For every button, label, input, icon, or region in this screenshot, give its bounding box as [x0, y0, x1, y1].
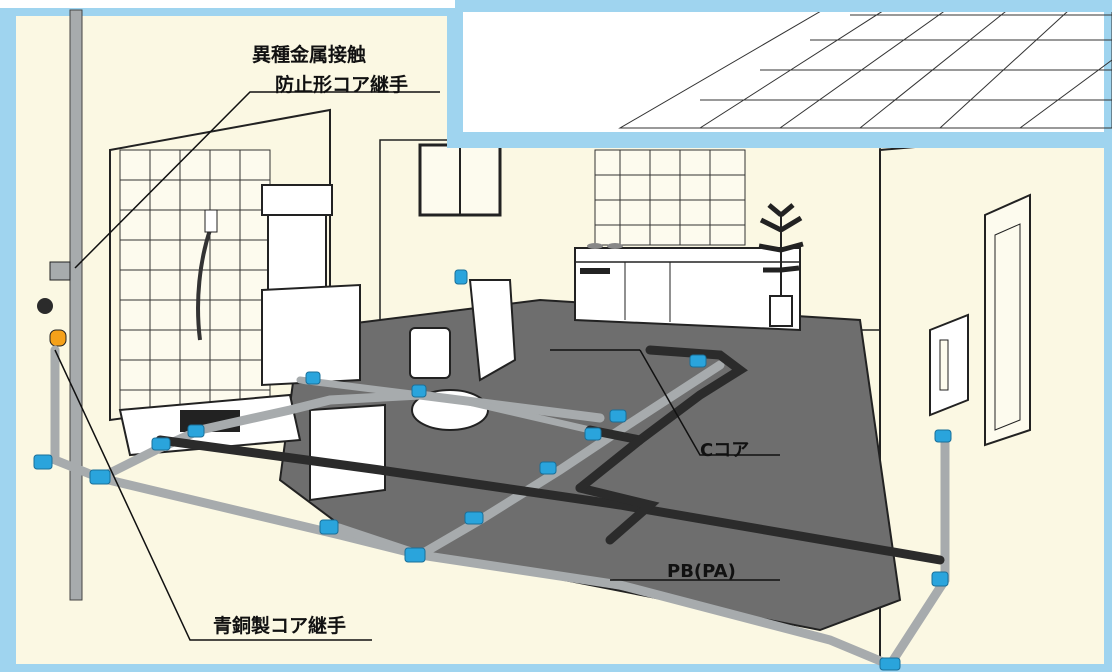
window	[418, 143, 502, 217]
core-joints	[33, 269, 952, 671]
label-dissimilar-metal-line2: 防止形コア継手	[275, 74, 409, 96]
vanity-unit	[261, 184, 361, 387]
label-pb-pa: PB(PA)	[667, 561, 736, 582]
label-bronze-core-joint: 青銅製コア継手	[213, 615, 347, 637]
water-heater	[929, 313, 969, 417]
bath-tile-wall	[119, 149, 271, 411]
shower-hose	[196, 209, 218, 341]
potted-plant	[758, 203, 804, 327]
right-door	[984, 193, 1031, 447]
label-c-core: Cコア	[700, 440, 750, 461]
leader-lines	[54, 91, 780, 641]
label-dissimilar-metal-line1: 異種金属接触	[252, 44, 367, 66]
kitchen-counter	[574, 243, 801, 332]
kitchen-tile-wall	[594, 149, 746, 246]
urinal	[468, 279, 517, 382]
vertical-supply-pipe	[37, 9, 83, 601]
washing-machine	[309, 403, 386, 502]
c-core-pipes	[155, 345, 945, 565]
